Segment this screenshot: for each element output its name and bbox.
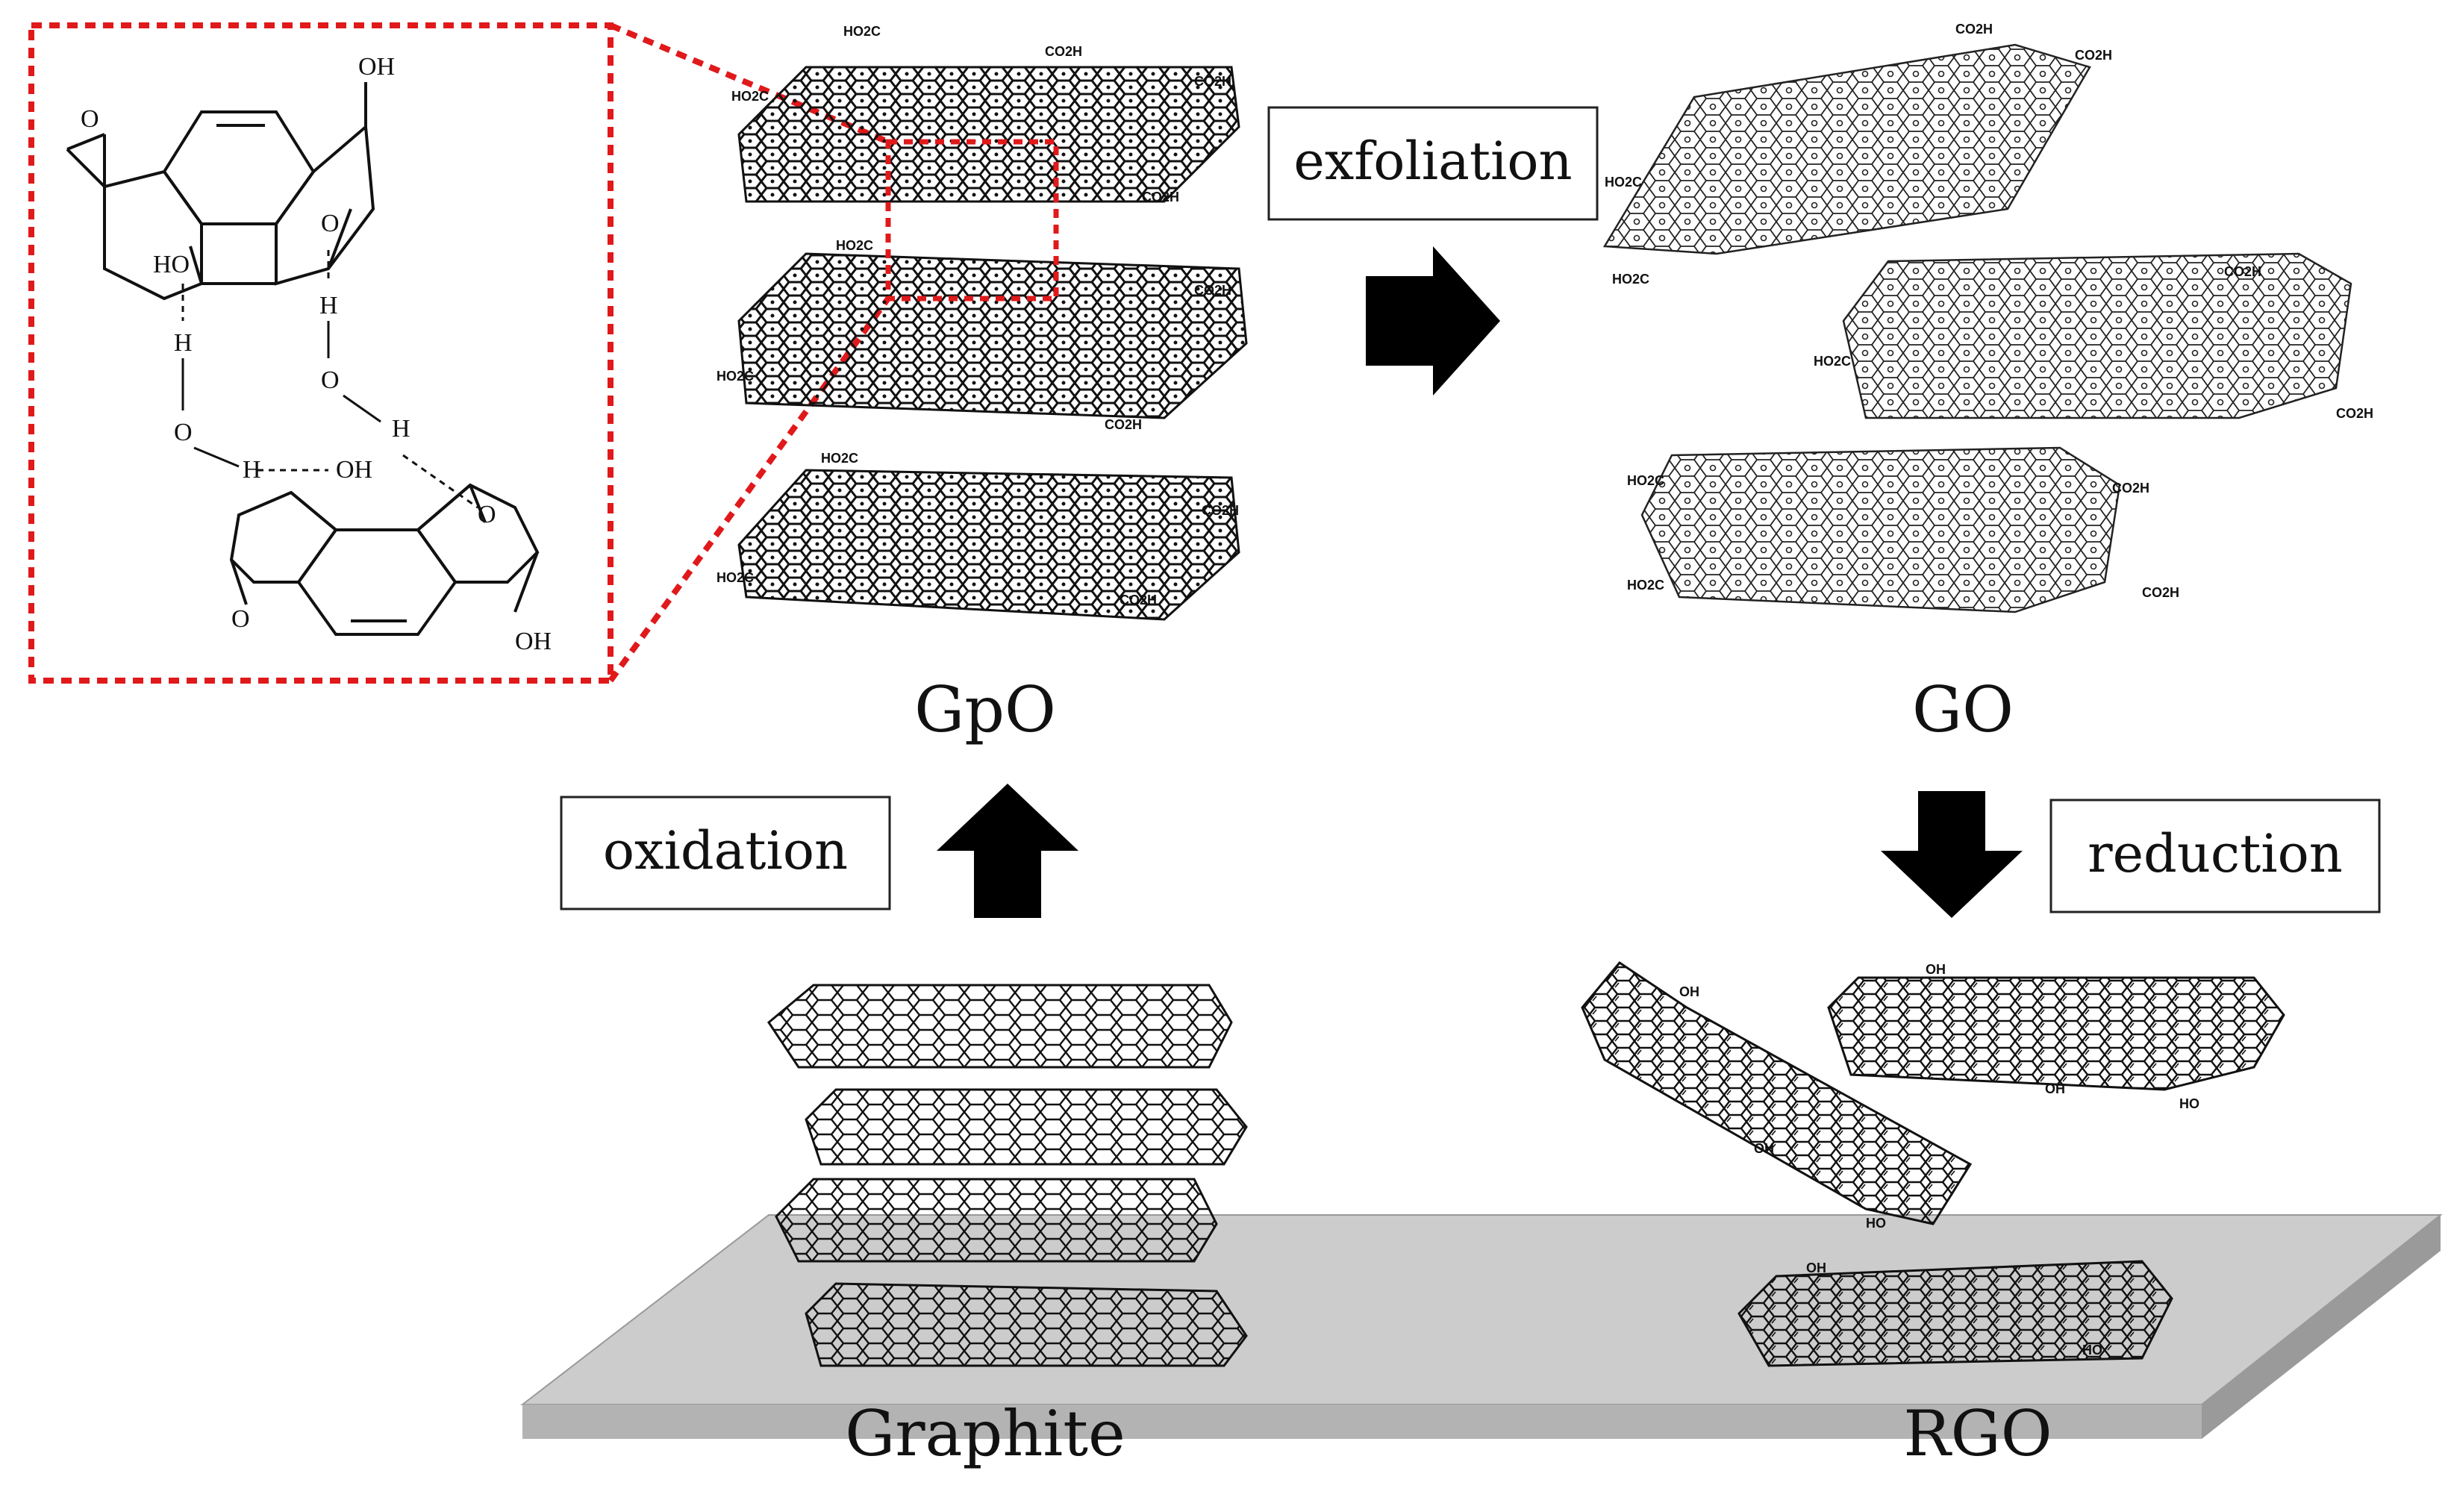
gpo-group-label: CO2H	[1120, 593, 1157, 607]
gpo-label: GpO	[914, 673, 1056, 746]
exfoliation-arrow	[1366, 246, 1500, 396]
o-bottom-right-label: O	[478, 501, 496, 528]
rgo-label: RGO	[1903, 1397, 2052, 1470]
go-group-label: CO2H	[2224, 264, 2261, 279]
h-water2-label: H	[319, 292, 338, 319]
gpo-sheet-3	[737, 469, 1240, 621]
ho-left-label: HO	[153, 251, 190, 278]
exfoliation-label: exfoliation	[1293, 131, 1572, 192]
gpo-group-label: CO2H	[1142, 190, 1179, 204]
o-left-label: O	[81, 105, 99, 133]
substrate-front	[522, 1405, 2202, 1439]
reduction-label: reduction	[2088, 823, 2343, 884]
gpo-group-label: CO2H	[1194, 74, 1231, 89]
rgo-group-label: OH	[1754, 1141, 1774, 1156]
inset-border	[28, 22, 613, 684]
go-group-label: HO2C	[1814, 354, 1851, 369]
oxidation-box: oxidation	[560, 796, 891, 910]
substrate-side	[2202, 1215, 2441, 1439]
go-group-label: CO2H	[1955, 22, 1993, 37]
rgo-sheet-upper	[1827, 976, 2285, 1091]
graphite-sheet-4	[805, 1282, 1248, 1367]
gpo-group-label: HO2C	[731, 89, 769, 104]
gpo-functional-groups: HO2C CO2H CO2H HO2C CO2H HO2C CO2H HO2C …	[716, 24, 1239, 607]
go-group-label: HO2C	[1627, 578, 1664, 593]
zoom-line-bottom	[608, 296, 891, 683]
h-bond2-label: H	[392, 415, 410, 443]
go-group-label: CO2H	[2336, 406, 2373, 421]
oh-bottom-label: OH	[515, 628, 552, 655]
gpo-group-label: CO2H	[1202, 503, 1239, 518]
rgo-group-label: HO	[2082, 1343, 2102, 1358]
gpo-sheet-1	[737, 66, 1240, 203]
go-group-label: CO2H	[2075, 48, 2112, 63]
go-group-label: HO2C	[1612, 272, 1649, 287]
o-water1-label: O	[174, 419, 193, 446]
go-group-label: HO2C	[1605, 175, 1642, 190]
rgo-group-label: HO	[2179, 1096, 2199, 1111]
graphite-sheet-3	[775, 1178, 1218, 1263]
gpo-group-label: HO2C	[716, 369, 754, 384]
rgo-sheet-tilted	[1581, 961, 1973, 1225]
upper-molecule	[66, 82, 375, 301]
go-sheet-1	[1602, 43, 2091, 255]
rgo-functional-groups: OH OH HO OH OH HO OH HO	[1679, 962, 2199, 1358]
lower-molecule	[229, 483, 540, 636]
graphite-sheet-2	[805, 1088, 1248, 1166]
reduction-box: reduction	[2049, 799, 2381, 913]
gpo-group-label: CO2H	[1045, 44, 1082, 59]
graphite-sheet-1	[767, 984, 1233, 1069]
rgo-group-label: OH	[2045, 1081, 2065, 1096]
go-sheet-3	[1640, 446, 2121, 613]
gpo-group-label: HO2C	[716, 570, 754, 585]
reduction-arrow	[1881, 791, 2023, 918]
oh-top-label: OH	[358, 53, 395, 81]
gpo-group-label: CO2H	[1105, 417, 1142, 432]
go-functional-groups: CO2H CO2H HO2C HO2C CO2H HO2C CO2H HO2C …	[1605, 22, 2373, 600]
h-bond1-label: H	[243, 456, 261, 484]
rgo-group-label: OH	[1806, 1260, 1826, 1275]
graphite-stack	[767, 984, 1248, 1367]
gpo-group-label: CO2H	[1194, 283, 1231, 298]
exfoliation-box: exfoliation	[1267, 106, 1599, 221]
gpo-sheet-2	[737, 252, 1248, 419]
gpo-stack: HO2C CO2H CO2H HO2C CO2H HO2C CO2H HO2C …	[716, 24, 1248, 621]
rgo-sheet-lower	[1737, 1260, 2173, 1367]
oxidation-label: oxidation	[603, 820, 848, 881]
h-water1-label: H	[174, 329, 193, 357]
oxidation-arrow	[937, 784, 1078, 918]
rgo-group-label: OH	[1679, 984, 1699, 999]
gpo-zoom-box	[885, 139, 1059, 302]
inset-structure: OH O O HO H O H OH H O H O O OH	[28, 22, 891, 684]
o-bottom-left-label: O	[231, 605, 250, 633]
go-group-label: CO2H	[2112, 481, 2149, 496]
rgo-sheets: OH OH HO OH OH HO OH HO	[1581, 961, 2285, 1367]
go-group-label: HO2C	[1627, 473, 1664, 488]
go-sheets: CO2H CO2H HO2C HO2C CO2H HO2C CO2H HO2C …	[1602, 22, 2373, 613]
go-group-label: CO2H	[2142, 585, 2179, 600]
o-mid-label: O	[321, 210, 340, 237]
o-water2-label: O	[321, 366, 340, 394]
go-sheet-2	[1842, 252, 2352, 419]
rgo-group-label: HO	[1866, 1216, 1886, 1231]
gpo-group-label: HO2C	[821, 451, 858, 466]
graphite-label: Graphite	[845, 1397, 1125, 1470]
hydrogen-bonds	[181, 250, 478, 509]
oh-mid-label: OH	[336, 456, 372, 484]
go-label: GO	[1912, 673, 2014, 746]
gpo-group-label: HO2C	[843, 24, 881, 39]
water-bonds	[181, 321, 381, 468]
gpo-group-label: HO2C	[836, 238, 873, 253]
rgo-group-label: OH	[1926, 962, 1946, 977]
